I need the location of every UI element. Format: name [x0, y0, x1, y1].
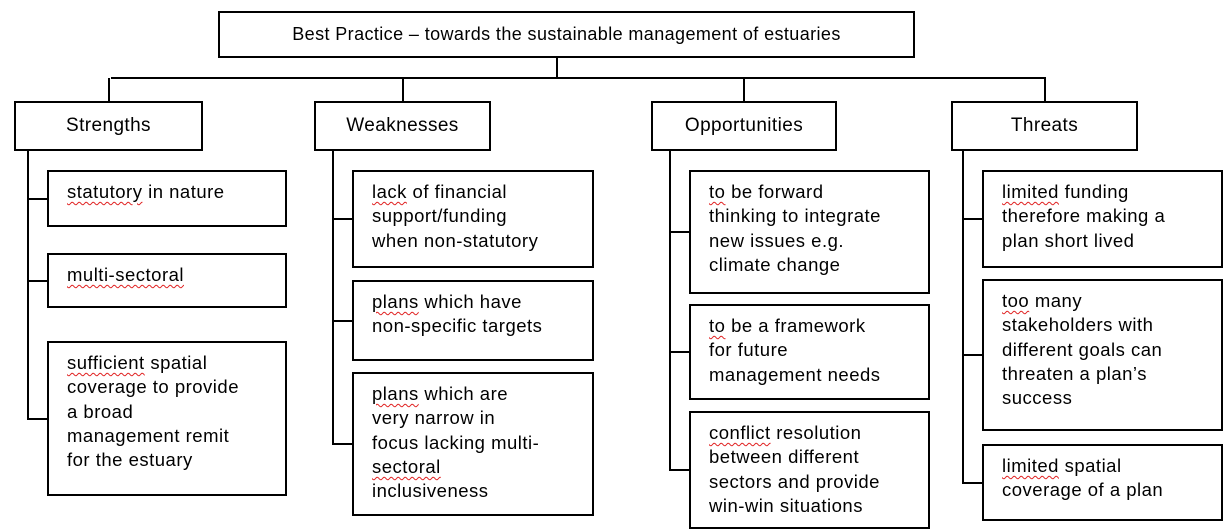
column-heading: Threats [951, 101, 1138, 151]
item-text: spatial coverage to provide a broad mana… [67, 352, 239, 471]
spellcheck-flagged-word: lack [372, 181, 407, 202]
connector [332, 443, 352, 445]
connector [402, 78, 404, 102]
spellcheck-flagged-word: too [1002, 290, 1030, 311]
column-heading: Strengths [14, 101, 203, 151]
spellcheck-flagged-word: plans [372, 383, 419, 404]
list-item: too many stakeholders with different goa… [982, 279, 1223, 431]
list-item: lack of financial support/funding when n… [352, 170, 594, 268]
connector [27, 280, 47, 282]
item-text: which are very narrow in focus lacking m… [372, 383, 540, 453]
connector [1044, 78, 1046, 102]
connector [332, 218, 352, 220]
diagram-title: Best Practice – towards the sustainable … [218, 11, 915, 58]
list-item: statutory in nature [47, 170, 287, 227]
spellcheck-flagged-word: sufficient [67, 352, 145, 373]
spellcheck-flagged-word: statutory [67, 181, 143, 202]
item-text: many stakeholders with different goals c… [1002, 290, 1163, 409]
connector [27, 418, 47, 420]
connector [962, 150, 964, 483]
connector [669, 351, 689, 353]
connector [556, 57, 558, 79]
connector [962, 482, 982, 484]
connector [669, 231, 689, 233]
connector [27, 150, 29, 419]
item-text: be a framework for future management nee… [709, 315, 881, 385]
connector [332, 150, 334, 444]
column-heading: Opportunities [651, 101, 837, 151]
connector [669, 469, 689, 471]
item-text: in nature [142, 181, 225, 202]
spellcheck-flagged-word: multi-sectoral [67, 264, 184, 285]
item-text: funding therefore making a plan short li… [1002, 181, 1166, 251]
item-text: be forward thinking to integrate new iss… [709, 181, 881, 275]
connector [962, 354, 982, 356]
list-item: conflict resolution between different se… [689, 411, 930, 529]
item-text: inclusiveness [372, 480, 489, 502]
list-item: multi-sectoral [47, 253, 287, 308]
connector [332, 320, 352, 322]
item-text: spatial coverage of a plan [1002, 455, 1164, 501]
list-item: plans which have non-specific targets [352, 280, 594, 361]
connector [669, 150, 671, 470]
connector [743, 78, 745, 102]
list-item: plans which are very narrow in focus lac… [352, 372, 594, 516]
connector [962, 218, 982, 220]
connector [108, 78, 110, 102]
item-text: which have non-specific targets [372, 291, 543, 337]
spellcheck-flagged-word: plans [372, 291, 419, 312]
list-item: to be a framework for future management … [689, 304, 930, 400]
spellcheck-flagged-word: sectoral [372, 455, 441, 477]
connector [111, 77, 1046, 79]
list-item: limited funding therefore making a plan … [982, 170, 1223, 268]
column-heading: Weaknesses [314, 101, 491, 151]
list-item: to be forward thinking to integrate new … [689, 170, 930, 294]
spellcheck-flagged-word: to [709, 315, 726, 336]
list-item: limited spatial coverage of a plan [982, 444, 1223, 521]
spellcheck-flagged-word: to [709, 181, 726, 202]
connector [27, 198, 47, 200]
spellcheck-flagged-word: limited [1002, 181, 1059, 202]
item-text: of financial support/funding when non-st… [372, 181, 539, 251]
spellcheck-flagged-word: conflict [709, 422, 771, 443]
item-text: resolution between different sectors and… [709, 422, 880, 516]
list-item: sufficient spatial coverage to provide a… [47, 341, 287, 496]
spellcheck-flagged-word: limited [1002, 455, 1059, 476]
